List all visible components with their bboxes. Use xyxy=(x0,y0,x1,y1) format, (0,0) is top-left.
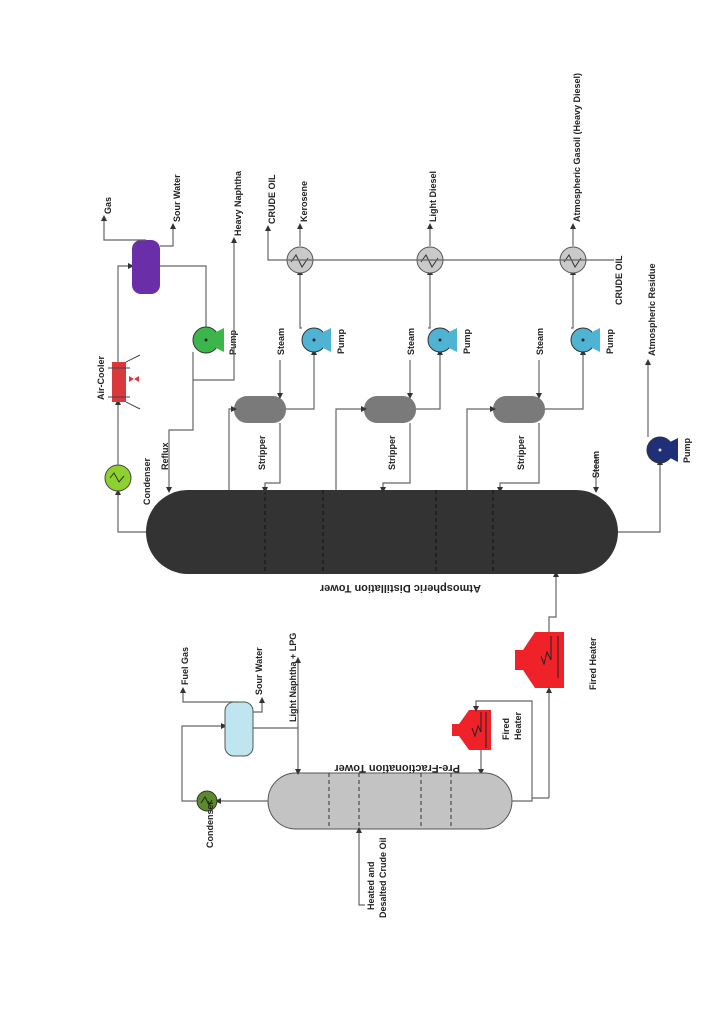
stripper-label: Stripper xyxy=(387,435,397,470)
fuel-gas-label: Fuel Gas xyxy=(180,647,190,685)
sour-water-pre-label: Sour Water xyxy=(254,647,264,695)
side-pump-icon xyxy=(301,327,331,353)
stripper-label: Stripper xyxy=(257,435,267,470)
atm-residue-label: Atmospheric Residue xyxy=(647,263,657,356)
light-naphtha-label: Light Naphtha + LPG xyxy=(288,633,298,722)
light-diesel-label: Light Diesel xyxy=(428,171,438,222)
sour-water-top-label: Sour Water xyxy=(172,174,182,222)
fired-heater-pre-icon xyxy=(452,710,491,750)
pre-fractionation-tower xyxy=(267,772,513,830)
stripper-icon xyxy=(234,396,286,423)
reflux-label: Reflux xyxy=(160,442,170,470)
stripper-label: Stripper xyxy=(516,435,526,470)
pre-tower-label: Pre-Fractionation Tower xyxy=(334,762,460,774)
stripper-icon xyxy=(493,396,545,423)
pump-label: Pump xyxy=(462,328,472,354)
side-pump-icon xyxy=(427,327,457,353)
air-cooler-icon xyxy=(112,362,126,402)
atm-tower-label: Atmospheric Distillation Tower xyxy=(319,582,481,594)
pump-label: Pump xyxy=(336,328,346,354)
stripper-icon xyxy=(364,396,416,423)
condenser-pre-label: Condenser xyxy=(205,800,215,848)
fired-heater-pre-label-2: Heater xyxy=(513,711,523,740)
pump-label: Pump xyxy=(605,328,615,354)
steam-bottom-label: Steam xyxy=(591,451,601,478)
residue-pump-label: Pump xyxy=(682,437,692,463)
side-draw-light-diesel: Stripper Steam Pump xyxy=(335,246,472,493)
fired-heater-pre-label-1: Fired xyxy=(501,718,511,740)
condenser-main-label: Condenser xyxy=(142,457,152,505)
kerosene-label: Kerosene xyxy=(299,181,309,222)
ago-label: Atmospheric Gasoil (Heavy Diesel) xyxy=(572,73,582,222)
side-draw-kerosene: Stripper Steam Pump xyxy=(228,246,346,493)
pre-drum-icon xyxy=(224,701,254,757)
steam-label: Steam xyxy=(276,328,286,355)
side-pump-icon xyxy=(570,327,600,353)
reflux-pump-icon xyxy=(192,326,224,354)
feed-label-2: Desalted Crude Oil xyxy=(378,837,388,918)
atmospheric-distillation-tower xyxy=(146,490,618,574)
reflux-drum-icon xyxy=(132,240,160,294)
feed-label-1: Heated and xyxy=(366,861,376,910)
crude-oil-in-label: CRUDE OIL xyxy=(614,255,624,305)
fired-heater-main-icon xyxy=(515,632,564,688)
overhead-line xyxy=(115,489,146,533)
heavy-naphtha-label: Heavy Naphtha xyxy=(233,170,243,236)
fired-heater-main-label: Fired Heater xyxy=(588,637,598,690)
residue-pump-icon xyxy=(646,436,678,464)
gas-label: Gas xyxy=(103,197,113,214)
condenser-main-icon xyxy=(104,464,132,492)
reflux-pump-label: Pump xyxy=(228,329,238,355)
air-cooler-label: Air-Cooler xyxy=(96,356,106,401)
crude-oil-out-label: CRUDE OIL xyxy=(267,174,277,224)
steam-label: Steam xyxy=(535,328,545,355)
steam-label: Steam xyxy=(406,328,416,355)
